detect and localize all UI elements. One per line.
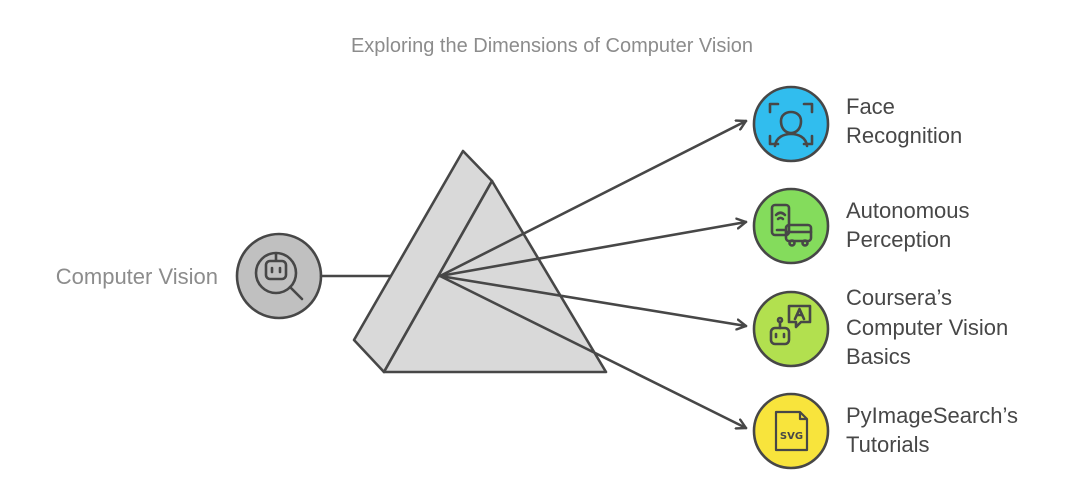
output-node-coursera-basics: Coursera’s Computer Vision Basics xyxy=(752,285,1014,369)
output-label-line: Recognition xyxy=(846,123,962,148)
robot-chat-icon xyxy=(769,304,812,346)
output-rays xyxy=(438,121,748,428)
svg-file-icon: SVG xyxy=(774,410,809,452)
output-label-line: Coursera’s xyxy=(846,285,952,310)
output-circle xyxy=(752,85,830,163)
input-node xyxy=(235,232,323,320)
output-node-pyimagesearch-tutorials: SVG PyImageSearch’s Tutorials xyxy=(752,392,1024,470)
output-node-face-recognition: Face Recognition xyxy=(752,85,962,163)
output-label-line: Perception xyxy=(846,227,951,252)
prism-front-face xyxy=(382,179,608,374)
prism xyxy=(352,149,608,374)
output-label-line: Face xyxy=(846,94,895,119)
output-label: Coursera’s Computer Vision Basics xyxy=(846,285,1014,369)
output-node-autonomous-perception: Autonomous Perception xyxy=(752,187,976,265)
output-label: Face Recognition xyxy=(846,94,962,148)
input-circle xyxy=(235,232,323,320)
phone-bus-icon xyxy=(770,203,813,247)
output-label-line: Autonomous xyxy=(846,198,970,223)
diagram-title: Exploring the Dimensions of Computer Vis… xyxy=(351,35,753,57)
input-label: Computer Vision xyxy=(56,264,218,289)
output-label: Autonomous Perception xyxy=(846,198,976,252)
output-label-line: PyImageSearch’s xyxy=(846,403,1018,428)
robot-search-icon xyxy=(254,251,304,301)
output-circle xyxy=(752,290,830,368)
ray-coursera-basics xyxy=(438,274,748,326)
ray-autonomous-perception xyxy=(438,222,748,278)
ray-face-recognition xyxy=(438,121,748,278)
face-scan-icon xyxy=(768,102,814,148)
ray-pyimagesearch-tutorials xyxy=(438,274,748,428)
output-label-line: Basics xyxy=(846,344,911,369)
output-label-line: Tutorials xyxy=(846,432,930,457)
output-label: PyImageSearch’s Tutorials xyxy=(846,403,1024,457)
output-circle xyxy=(752,392,830,470)
output-label-line: Computer Vision xyxy=(846,315,1008,340)
svg-file-icon-lettering: SVG xyxy=(780,431,803,442)
